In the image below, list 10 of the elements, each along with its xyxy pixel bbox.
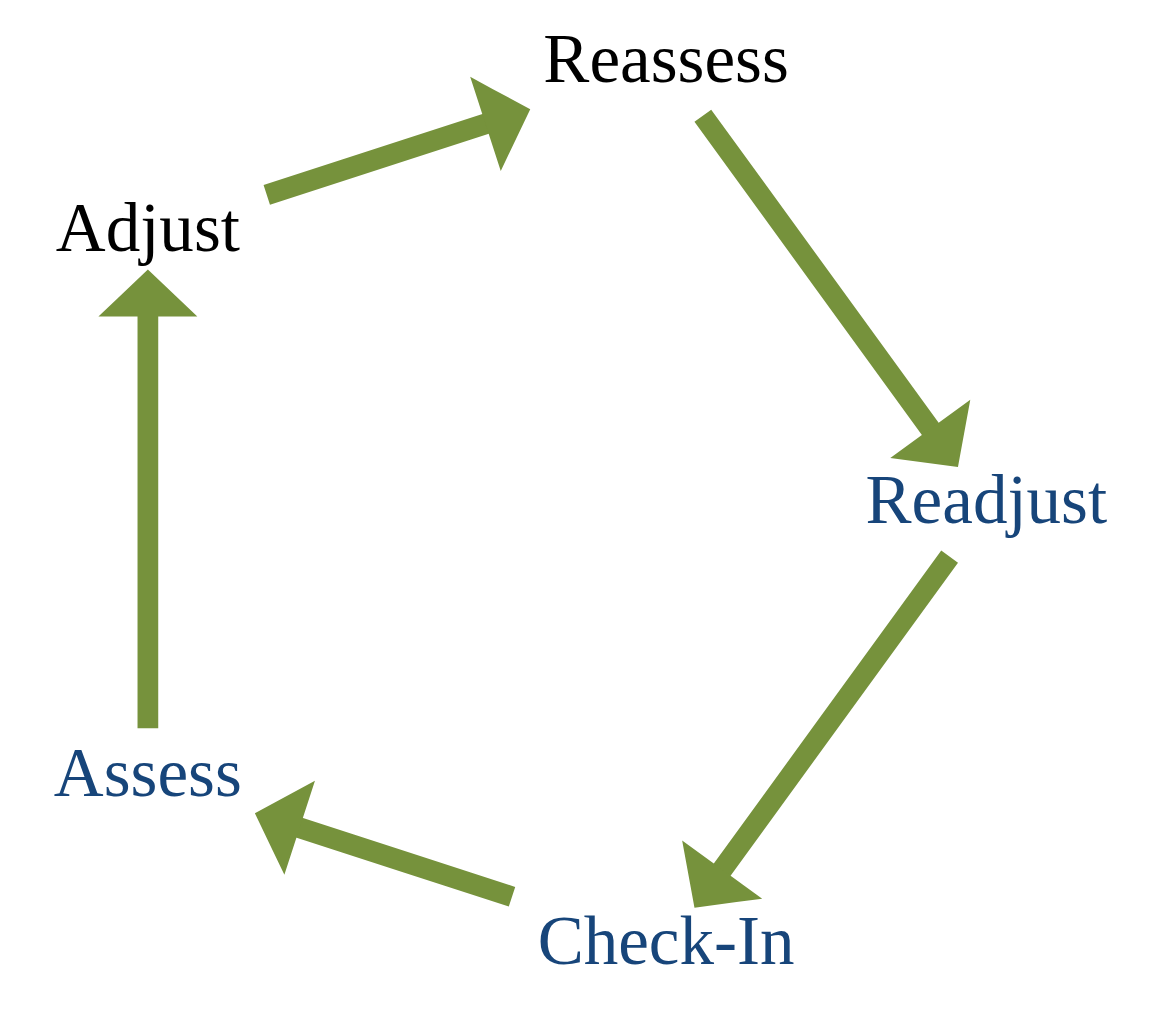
arrow [693,109,970,467]
node-text: Adjust [55,188,240,266]
node-text: Assess [53,733,242,811]
node-text: Readjust [865,461,1107,539]
arrow [97,269,197,729]
arrow [263,76,530,205]
arrow [681,550,958,908]
arrow [254,780,515,907]
node-text: Check-In [537,902,795,980]
node-text: Reassess [542,20,789,98]
